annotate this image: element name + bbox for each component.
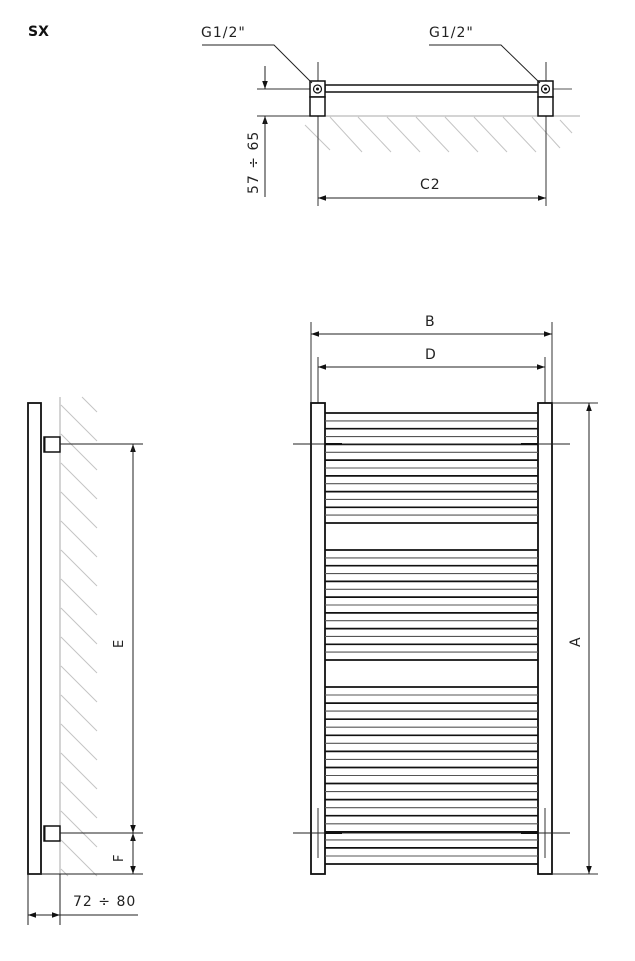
wall-distance-label: 57 ÷ 65 [246, 130, 262, 194]
top-view [202, 44, 580, 206]
side-view [27, 396, 143, 925]
heating-tubes [325, 412, 538, 865]
model-label: SX [28, 24, 49, 40]
connection-left-label: G1/2" [201, 25, 246, 41]
connection-fitting-right [537, 80, 554, 117]
front-view [293, 322, 598, 875]
height-between-connections-label: E [112, 638, 127, 648]
wall-hatch-top [300, 115, 580, 153]
overall-height-label: A [568, 636, 584, 647]
connection-spacing-label: C2 [420, 177, 441, 193]
tube-width-label: D [425, 347, 437, 363]
overall-width-label: B [425, 314, 436, 330]
bottom-offset-label: F [112, 853, 127, 862]
depth-label: 72 ÷ 80 [73, 894, 137, 910]
wall-hatch-side [59, 396, 98, 877]
connection-right-label: G1/2" [429, 25, 474, 41]
connection-fitting-left [309, 80, 326, 117]
